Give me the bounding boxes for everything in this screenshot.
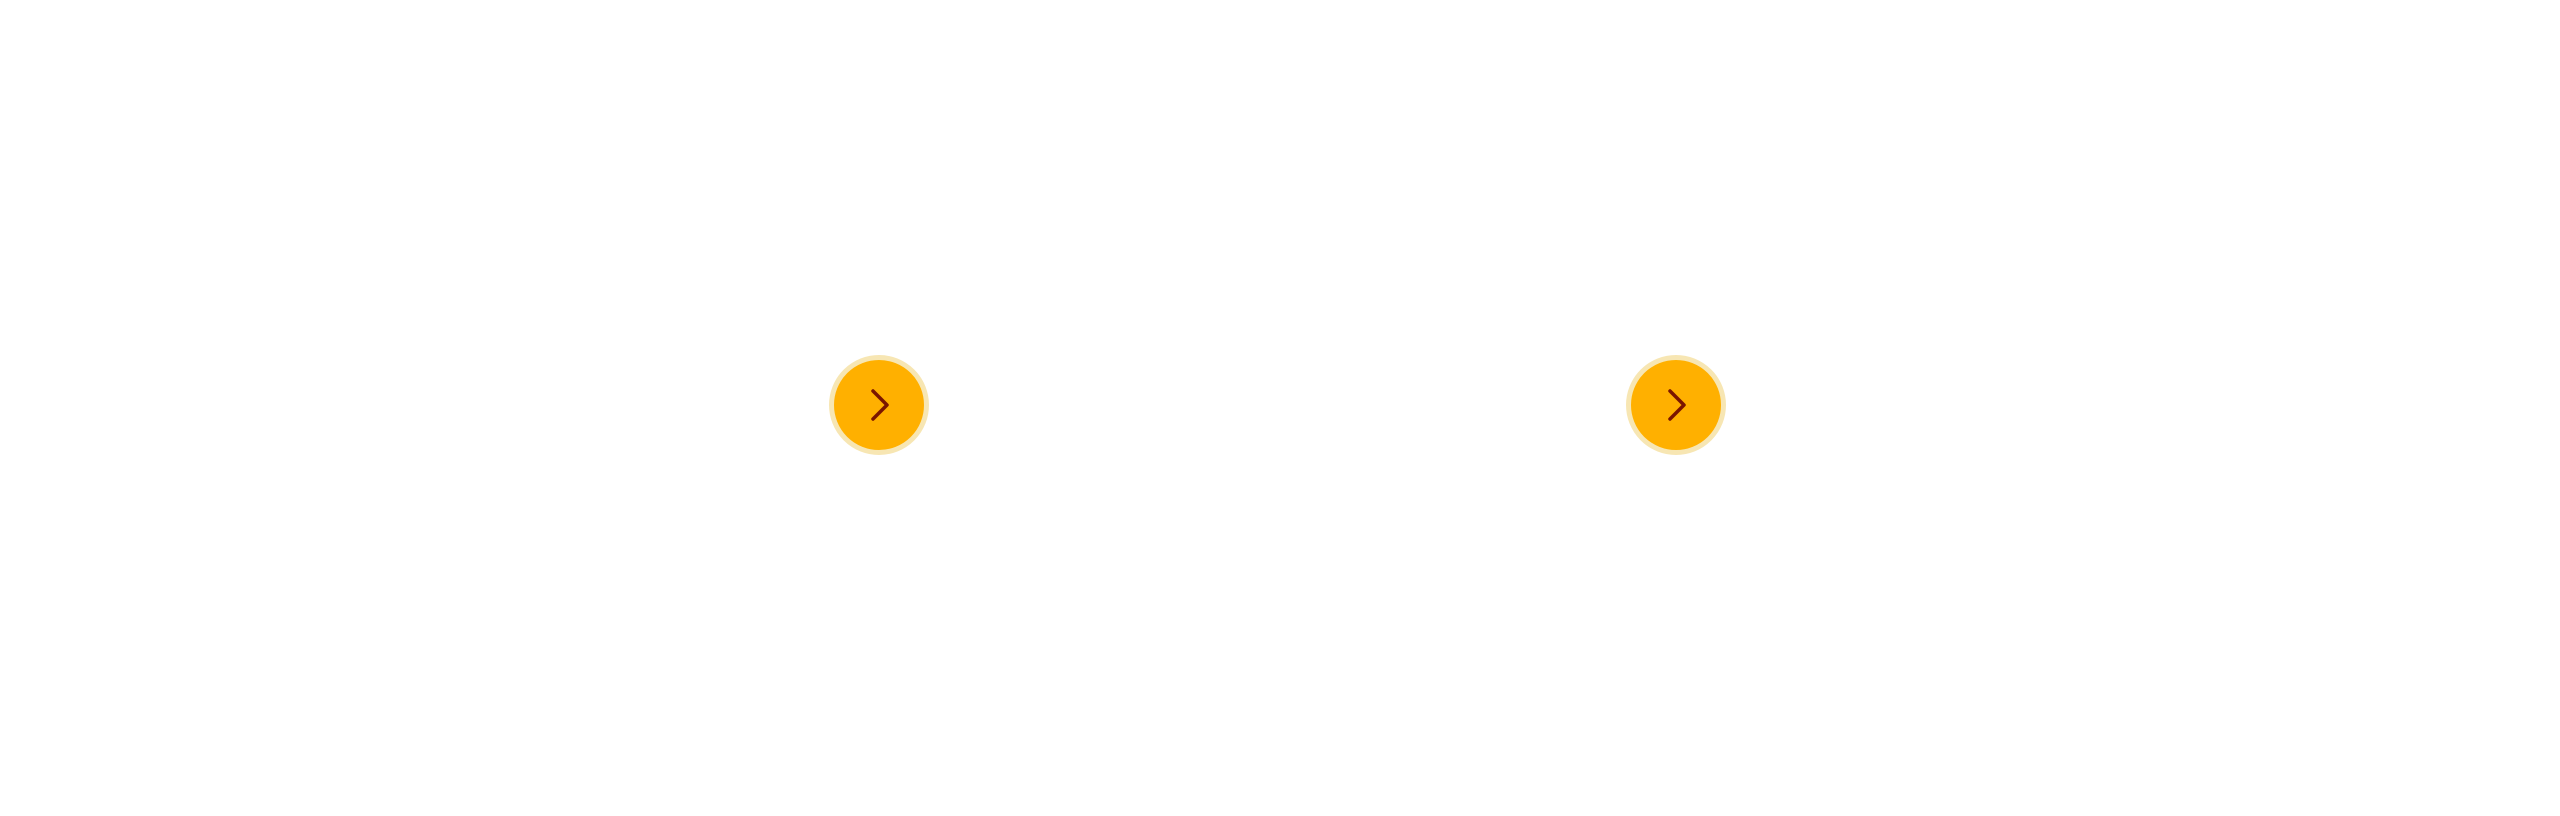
next-button-right[interactable] [1626,355,1726,455]
chevron-right-icon [1668,389,1686,421]
chevron-right-icon [871,389,889,421]
next-button-left[interactable] [829,355,929,455]
